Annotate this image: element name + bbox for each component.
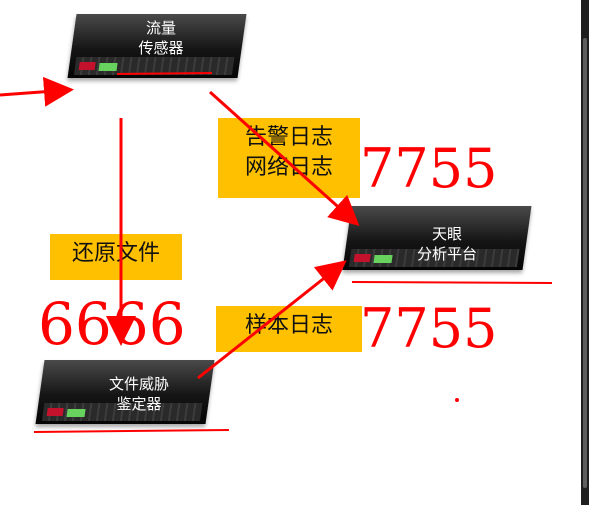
underline-file: [33, 429, 230, 433]
file-threat-label: 文件威胁 鉴定器: [108, 375, 169, 413]
handwritten-6666: 6666: [38, 290, 186, 358]
analysis-platform-label: 天眼 分析平台: [416, 225, 477, 263]
file-to-platform-arrow: [197, 260, 347, 380]
traffic-sensor-label: 流量 传感器: [138, 19, 184, 57]
handwritten-7755-top: 7755: [360, 137, 497, 200]
sensor-to-platform-arrow: [208, 90, 360, 227]
handwritten-group: 7755 6666 7755: [38, 137, 497, 360]
incoming-arrow: [0, 76, 74, 107]
alert-network-log-label: 告警日志 网络日志: [218, 118, 360, 198]
underline-sensor: [116, 72, 213, 75]
underline-platform: [351, 281, 553, 284]
red-dot: [455, 398, 459, 402]
scrollbar-thumb[interactable]: [583, 38, 587, 488]
restore-file-label: 还原文件: [50, 234, 182, 280]
handwritten-7755-bottom: 7755: [360, 297, 497, 360]
